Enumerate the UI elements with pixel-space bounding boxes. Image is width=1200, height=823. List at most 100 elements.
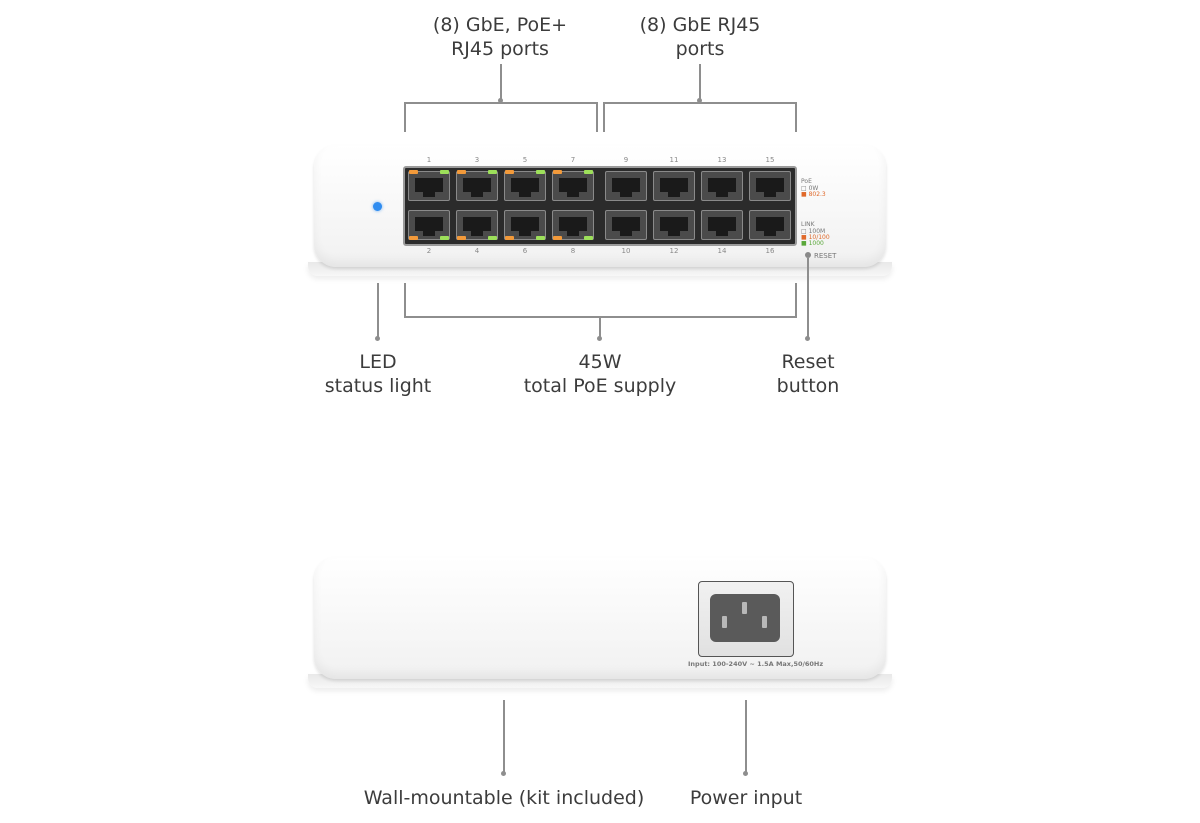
callout-poe-supply: 45W total PoE supply xyxy=(510,350,690,398)
rj45-port[interactable] xyxy=(552,171,594,201)
port-link-led xyxy=(440,170,449,174)
bracket-supply-dot xyxy=(597,336,602,341)
port-number-top: 3 xyxy=(474,156,480,164)
callout-led: LED status light xyxy=(308,350,448,398)
rj45-port[interactable] xyxy=(456,171,498,201)
power-callout-line xyxy=(745,700,747,773)
port-poe-led xyxy=(505,236,514,240)
port-number-top: 15 xyxy=(765,156,775,164)
led-status-light xyxy=(373,202,382,211)
power-spec-label: Input: 100-240V ~ 1.5A Max,50/60Hz xyxy=(688,660,824,668)
port-poe-led xyxy=(505,170,514,174)
callout-poe-supply-line2: total PoE supply xyxy=(523,375,677,397)
wall-mount-callout-line xyxy=(503,700,505,773)
reset-label: RESET xyxy=(814,252,837,260)
reset-button[interactable] xyxy=(805,252,811,258)
bracket-gbe-dot xyxy=(697,98,702,103)
rj45-port[interactable] xyxy=(749,171,791,201)
callout-reset-line1: Reset xyxy=(781,351,835,373)
port-number-top: 7 xyxy=(570,156,576,164)
rj45-port[interactable] xyxy=(653,171,695,201)
bracket-supply-right xyxy=(795,283,797,317)
bracket-supply-left xyxy=(404,283,406,317)
bracket-gbe-right xyxy=(795,102,797,132)
bracket-gbe-left xyxy=(603,102,605,132)
led-callout-dot xyxy=(375,336,380,341)
port-poe-led xyxy=(457,170,466,174)
port-number-top: 9 xyxy=(623,156,629,164)
poe-legend-title: PoE xyxy=(801,178,812,185)
rj45-port[interactable] xyxy=(701,171,743,201)
led-callout-line xyxy=(377,283,379,338)
power-callout-dot xyxy=(743,771,748,776)
port-link-led xyxy=(488,236,497,240)
reset-callout-line xyxy=(807,258,809,338)
callout-led-line2: status light xyxy=(324,375,432,397)
callout-power-input: Power input xyxy=(689,787,803,809)
poe-legend-item-2: ■ 802.3 xyxy=(801,191,826,198)
port-number-top: 1 xyxy=(426,156,432,164)
port-link-led xyxy=(584,236,593,240)
port-poe-led xyxy=(457,236,466,240)
port-number-top: 13 xyxy=(717,156,727,164)
callout-wall-mount: Wall-mountable (kit included) xyxy=(363,787,645,809)
rj45-port[interactable] xyxy=(749,210,791,240)
port-poe-led xyxy=(409,236,418,240)
port-number-bottom: 16 xyxy=(765,247,775,255)
bracket-poe-dot xyxy=(498,98,503,103)
port-number-bottom: 14 xyxy=(717,247,727,255)
callout-poe-ports-line1: (8) GbE, PoE+ xyxy=(432,14,568,36)
port-number-bottom: 2 xyxy=(426,247,432,255)
reset-callout-dot xyxy=(805,336,810,341)
rj45-port[interactable] xyxy=(701,210,743,240)
port-number-top: 11 xyxy=(669,156,679,164)
callout-reset: Reset button xyxy=(748,350,868,398)
callout-reset-line2: button xyxy=(776,375,840,397)
rj45-port[interactable] xyxy=(456,210,498,240)
port-link-led xyxy=(488,170,497,174)
rj45-port[interactable] xyxy=(408,210,450,240)
bracket-gbe-stem xyxy=(699,64,701,102)
bracket-poe-right xyxy=(596,102,598,132)
power-pin-right xyxy=(762,616,767,628)
rj45-port[interactable] xyxy=(605,171,647,201)
port-link-led xyxy=(536,170,545,174)
rj45-port[interactable] xyxy=(504,171,546,201)
callout-poe-ports: (8) GbE, PoE+ RJ45 ports xyxy=(420,13,580,61)
power-input-panel xyxy=(698,581,794,657)
callout-gbe-ports-line1: (8) GbE RJ45 xyxy=(639,14,761,36)
link-legend-title: LINK xyxy=(801,221,815,228)
rj45-port[interactable] xyxy=(408,171,450,201)
wall-mount-callout-dot xyxy=(501,771,506,776)
port-number-bottom: 12 xyxy=(669,247,679,255)
port-link-led xyxy=(536,236,545,240)
callout-poe-ports-line2: RJ45 ports xyxy=(451,38,549,60)
port-poe-led xyxy=(553,170,562,174)
link-legend-item-3: ■ 1000 xyxy=(801,240,824,247)
port-number-bottom: 8 xyxy=(570,247,576,255)
port-poe-led xyxy=(409,170,418,174)
link-legend-item-2: ■ 10/100 xyxy=(801,234,830,241)
rj45-port[interactable] xyxy=(552,210,594,240)
bracket-poe-stem xyxy=(500,64,502,102)
callout-poe-supply-line1: 45W xyxy=(578,351,622,373)
link-legend-item-1: □ 100M xyxy=(801,228,826,235)
power-pin-left xyxy=(722,616,727,628)
port-number-bottom: 6 xyxy=(522,247,528,255)
port-number-top: 5 xyxy=(522,156,528,164)
port-number-bottom: 10 xyxy=(621,247,631,255)
power-socket[interactable] xyxy=(710,594,780,642)
port-poe-led xyxy=(553,236,562,240)
bracket-poe-left xyxy=(404,102,406,132)
rj45-port[interactable] xyxy=(605,210,647,240)
bracket-gbe-horizontal xyxy=(603,102,797,104)
rj45-port[interactable] xyxy=(504,210,546,240)
bracket-poe-horizontal xyxy=(404,102,598,104)
poe-legend-item-1: □ 0W xyxy=(801,185,819,192)
callout-gbe-ports-line2: ports xyxy=(675,38,725,60)
port-number-bottom: 4 xyxy=(474,247,480,255)
port-link-led xyxy=(584,170,593,174)
port-link-led xyxy=(440,236,449,240)
callout-gbe-ports: (8) GbE RJ45 ports xyxy=(620,13,780,61)
rj45-port[interactable] xyxy=(653,210,695,240)
